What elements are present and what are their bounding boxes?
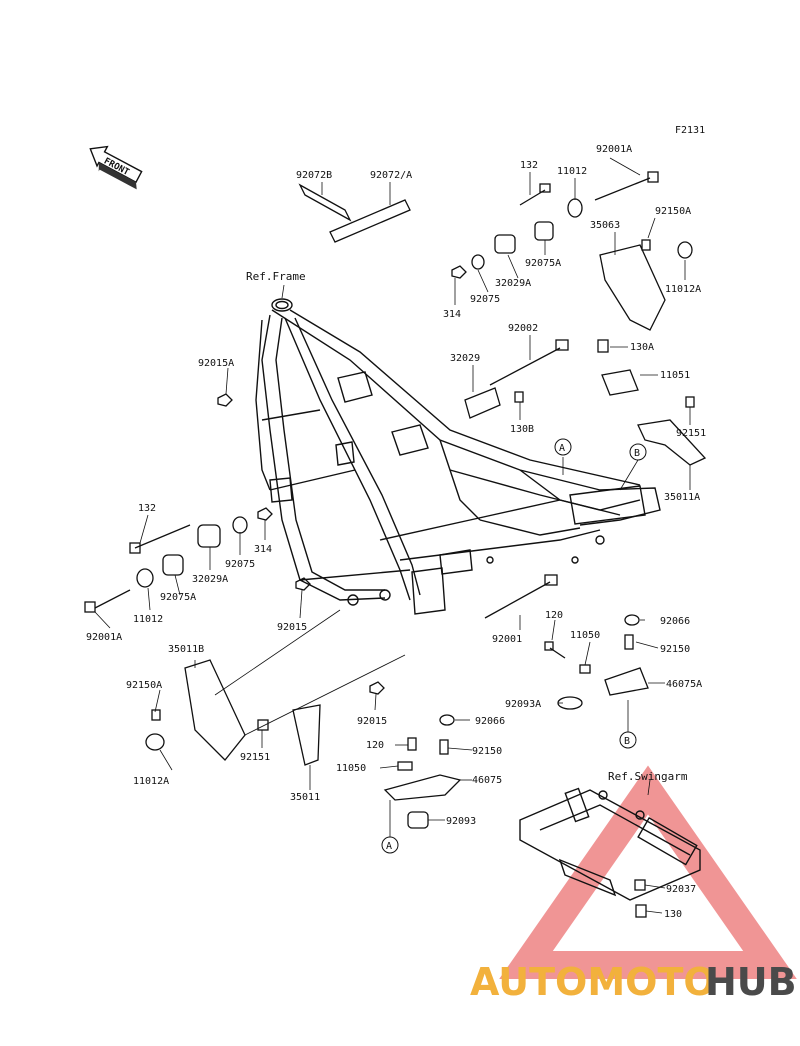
part-label: 92066 <box>660 616 690 627</box>
part-label: 92093 <box>446 816 476 827</box>
part-label: 35063 <box>590 220 620 231</box>
part-label: 92150A <box>655 206 691 217</box>
part-label: 92093A <box>505 699 541 710</box>
part-label: 92015 <box>277 622 307 633</box>
part-label: 92072B <box>296 170 332 181</box>
part-label: 11051 <box>660 370 690 381</box>
part-label: 92015 <box>357 716 387 727</box>
part-label: 130B <box>510 424 534 435</box>
part-label: 11050 <box>570 630 600 641</box>
part-label: 92075 <box>225 559 255 570</box>
part-label: 92075A <box>525 258 561 269</box>
part-label: 11050 <box>336 763 366 774</box>
part-label: 35011B <box>168 644 204 655</box>
swingarm <box>519 787 701 901</box>
part-label: 132 <box>138 503 156 514</box>
callout-a-bottom: A <box>381 836 399 854</box>
part-label: 92002 <box>508 323 538 334</box>
part-label: 46075 <box>472 775 502 786</box>
part-label: 120 <box>545 610 563 621</box>
part-label: 92151 <box>676 428 706 439</box>
part-label: 32029A <box>495 278 531 289</box>
part-label: 92150 <box>472 746 502 757</box>
part-label: 314 <box>443 309 461 320</box>
part-label: 11012A <box>665 284 701 295</box>
part-label: 130A <box>630 342 654 353</box>
part-label: 35011A <box>664 492 700 503</box>
watermark-part1: AUTOMOTO <box>470 960 716 1004</box>
part-label: 92150 <box>660 644 690 655</box>
part-shapes <box>84 171 707 918</box>
ref-swingarm-label: Ref.Swingarm <box>608 770 688 783</box>
watermark-logo-text: AUTOMOTO HUB <box>470 960 797 1004</box>
part-label: 92001 <box>492 634 522 645</box>
part-label: 92150A <box>126 680 162 691</box>
svg-text:B: B <box>624 736 630 747</box>
part-label: 92001A <box>596 144 632 155</box>
part-label: 92001A <box>86 632 122 643</box>
part-label: 92015A <box>198 358 234 369</box>
part-label: 35011 <box>290 792 320 803</box>
diagram-code: F2131 <box>675 125 705 136</box>
part-label: 130 <box>664 909 682 920</box>
ref-frame-label: Ref.Frame <box>246 270 306 283</box>
callout-a-top: A <box>554 438 572 456</box>
part-label: 92151 <box>240 752 270 763</box>
part-label: 92075A <box>160 592 196 603</box>
part-label: 11012 <box>133 614 163 625</box>
motorcycle-frame <box>255 298 661 615</box>
front-arrow-icon: FRONT <box>89 145 143 190</box>
part-label: 92072/A <box>370 170 412 181</box>
part-label: 32029A <box>192 574 228 585</box>
callout-b-top: B <box>629 443 647 461</box>
part-label: 132 <box>520 160 538 171</box>
svg-text:A: A <box>386 841 392 852</box>
watermark-logo-triangle <box>499 765 797 979</box>
part-label: 32029 <box>450 353 480 364</box>
part-labels: 92072B 92072/A 132 11012 92001A 92150A 3… <box>86 144 706 920</box>
part-label: 46075A <box>666 679 702 690</box>
svg-text:A: A <box>559 443 565 454</box>
part-label: 92075 <box>470 294 500 305</box>
callout-b-bottom: B <box>619 731 637 749</box>
part-label: 11012A <box>133 776 169 787</box>
part-label: 120 <box>366 740 384 751</box>
part-label: 11012 <box>557 166 587 177</box>
watermark-part2: HUB <box>705 960 797 1004</box>
leader-lines <box>94 157 691 914</box>
svg-text:B: B <box>634 448 640 459</box>
part-label: 92066 <box>475 716 505 727</box>
part-label: 92037 <box>666 884 696 895</box>
part-label: 314 <box>254 544 272 555</box>
